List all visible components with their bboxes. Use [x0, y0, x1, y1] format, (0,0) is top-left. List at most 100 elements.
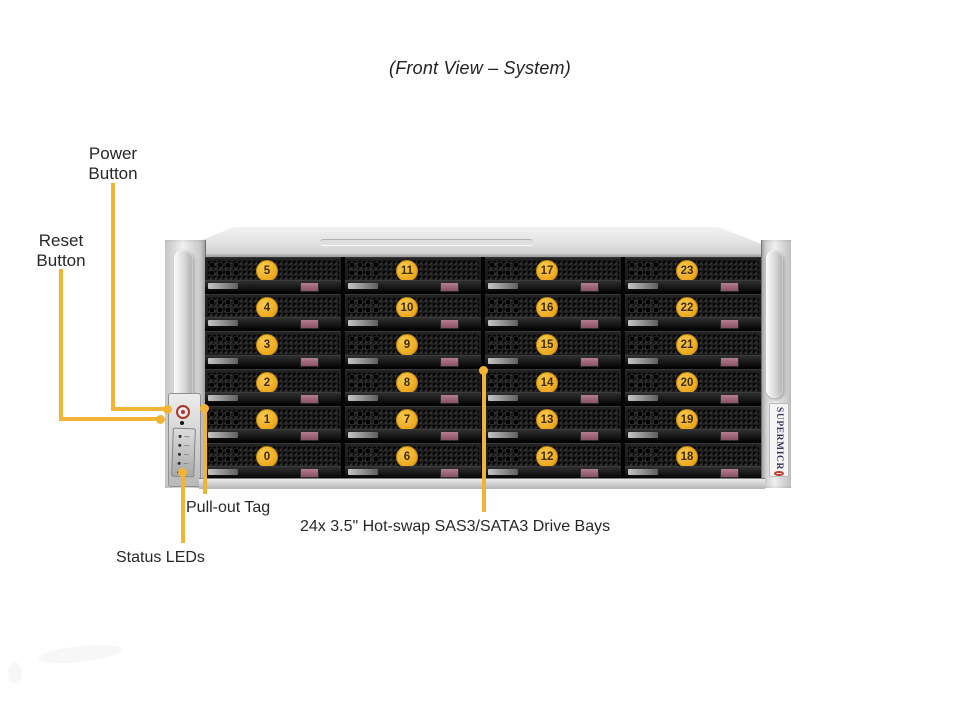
bay-number-badge: 12 [536, 445, 558, 468]
drive-bay-0: 0 [205, 442, 341, 478]
left-ear-handle [174, 250, 193, 402]
latch-release-button [300, 393, 319, 404]
bay-number-badge: 7 [396, 408, 418, 431]
drive-latch [205, 317, 341, 330]
latch-release-button [580, 430, 599, 441]
latch-handle [488, 283, 518, 290]
latch-release-button [580, 319, 599, 330]
latch-handle [488, 431, 518, 438]
drive-tray-vent-holes [208, 446, 241, 463]
callout-label-reset-button: Reset Button [36, 231, 86, 270]
drive-bay-5: 5 [205, 257, 341, 293]
drive-tray-vent-holes [628, 372, 661, 389]
callout-line-drive-bays [482, 374, 486, 512]
drive-latch [625, 428, 761, 441]
watermark [8, 662, 22, 684]
callout-dot-status-leds [178, 468, 187, 477]
bay-number-badge: 1 [256, 408, 278, 431]
drive-latch [625, 354, 761, 367]
callout-label-power-button: Power Button [88, 144, 138, 183]
drive-latch [205, 466, 341, 478]
reset-button [180, 421, 184, 425]
drive-bay-14: 14 [485, 368, 621, 404]
drive-bay-3: 3 [205, 331, 341, 367]
drive-bay-7: 7 [345, 405, 481, 441]
bay-number-badge: 23 [676, 260, 698, 282]
callout-label-pull-out-tag: Pull-out Tag [186, 499, 271, 516]
latch-release-button [720, 468, 739, 478]
drive-tray-vent-holes [208, 409, 241, 426]
power-button-core [181, 410, 185, 414]
bay-number-badge: 14 [536, 371, 558, 394]
latch-handle [628, 431, 658, 438]
latch-release-button [440, 468, 459, 478]
drive-tray-vent-holes [628, 298, 661, 315]
drive-latch [205, 354, 341, 367]
drive-tray-vent-holes [488, 335, 521, 352]
latch-handle [208, 357, 238, 364]
drive-bay-21: 21 [625, 331, 761, 367]
drive-tray-vent-holes [488, 409, 521, 426]
bay-number-badge: 19 [676, 408, 698, 431]
latch-handle [628, 320, 658, 327]
bay-number-badge: 10 [396, 297, 418, 320]
bay-number-badge: 17 [536, 260, 558, 282]
drive-latch [345, 428, 481, 441]
drive-tray-vent-holes [348, 261, 381, 277]
latch-handle [208, 320, 238, 327]
callout-line-reset-vertical [59, 269, 63, 421]
latch-release-button [440, 393, 459, 404]
drive-bay-8: 8 [345, 368, 481, 404]
drive-tray-vent-holes [628, 409, 661, 426]
latch-handle [628, 469, 658, 475]
drive-latch [625, 317, 761, 330]
latch-release-button [300, 282, 319, 293]
drive-tray-vent-holes [488, 372, 521, 389]
latch-handle [348, 357, 378, 364]
drive-tray-vent-holes [628, 446, 661, 463]
drive-tray-vent-holes [208, 372, 241, 389]
callout-line-status-leds [181, 475, 185, 543]
bay-number-badge: 18 [676, 445, 698, 468]
bay-number-badge: 6 [396, 445, 418, 468]
drive-latch [205, 428, 341, 441]
drive-bay-20: 20 [625, 368, 761, 404]
drive-tray-vent-holes [208, 261, 241, 277]
power-button [176, 405, 190, 419]
drive-latch [345, 466, 481, 478]
lid-handle-recess [320, 239, 533, 246]
latch-release-button [580, 356, 599, 367]
latch-release-button [720, 393, 739, 404]
bay-number-badge: 8 [396, 371, 418, 394]
drive-bay-2: 2 [205, 368, 341, 404]
drive-latch [625, 391, 761, 404]
status-led [177, 461, 181, 465]
drive-latch [485, 466, 621, 478]
drive-bay-13: 13 [485, 405, 621, 441]
led-tick [183, 454, 189, 456]
latch-release-button [440, 319, 459, 330]
brand-label: SUPERMICR [769, 403, 789, 477]
drive-latch [345, 317, 481, 330]
callout-line-pull-out-tag [203, 411, 207, 494]
callout-dot-pull-out-tag [200, 404, 209, 413]
callout-line-reset-horizontal [59, 417, 160, 421]
drive-bay-9: 9 [345, 331, 481, 367]
callout-line-power-vertical [111, 183, 115, 411]
drive-bay-18: 18 [625, 442, 761, 478]
latch-handle [348, 394, 378, 401]
drive-latch [205, 391, 341, 404]
drive-latch [625, 466, 761, 478]
drive-bay-10: 10 [345, 294, 481, 330]
latch-release-button [580, 468, 599, 478]
callout-dot-drive-bays [479, 366, 488, 375]
latch-release-button [720, 282, 739, 293]
drive-bay-19: 19 [625, 405, 761, 441]
drive-tray-vent-holes [348, 409, 381, 426]
bay-number-badge: 22 [676, 297, 698, 320]
drive-latch [205, 280, 341, 293]
latch-handle [348, 469, 378, 475]
lid-front-edge [165, 254, 790, 257]
drive-tray-vent-holes [628, 335, 661, 352]
drive-tray-vent-holes [488, 446, 521, 463]
